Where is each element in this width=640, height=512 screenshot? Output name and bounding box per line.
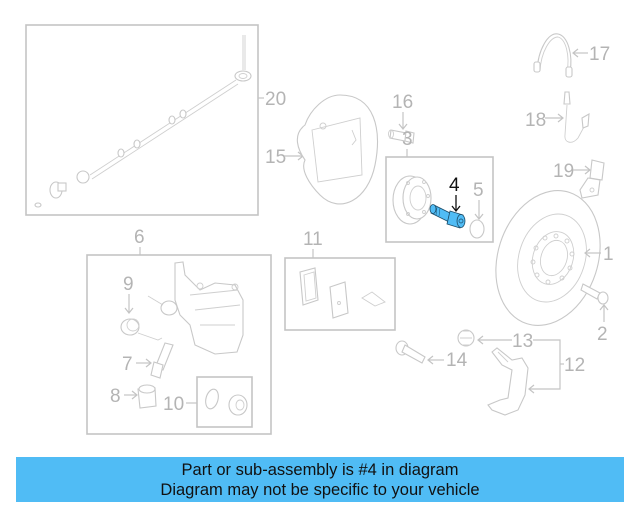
callout-14[interactable]: 14 (446, 350, 468, 371)
brake-rotor-icon[interactable] (479, 177, 617, 339)
hub-bolt-icon[interactable] (429, 204, 466, 229)
callout-8[interactable]: 8 (110, 386, 121, 407)
callout-11[interactable]: 11 (303, 229, 323, 250)
piston-seal-kit-icon[interactable] (204, 388, 248, 416)
callout-group-20: 20 (25, 24, 286, 216)
box-20 (25, 24, 259, 216)
callout-group-6: 6 9 7 8 (86, 227, 272, 435)
box-11 (284, 257, 396, 331)
callout-group-5: 5 (469, 180, 485, 239)
callout-7[interactable]: 7 (122, 354, 133, 375)
callout-1[interactable]: 1 (603, 244, 614, 265)
box-3 (385, 156, 494, 243)
parts-diagram: 20 15 16 (25, 24, 617, 435)
abs-sensor-icon[interactable] (579, 159, 605, 199)
callout-16[interactable]: 16 (392, 92, 413, 113)
callout-group-19: 19 (553, 159, 605, 199)
caliper-spring-icon[interactable] (120, 318, 163, 341)
callout-group-1: 1 (479, 177, 617, 339)
callout-9[interactable]: 9 (123, 274, 134, 295)
callout-group-15: 15 (265, 94, 378, 205)
guide-pin-boot-icon[interactable] (137, 384, 157, 409)
caliper-icon[interactable] (147, 261, 244, 355)
callout-6[interactable]: 6 (134, 227, 145, 248)
callout-3[interactable]: 3 (402, 129, 413, 150)
callout-group-16: 16 (388, 92, 415, 144)
callout-group-4: 4 (429, 175, 466, 229)
callout-group-11: 11 (284, 229, 396, 331)
bushing-icon[interactable] (457, 329, 475, 347)
box-10 (196, 376, 253, 428)
callout-group-2: 2 (580, 283, 609, 345)
callout-5[interactable]: 5 (473, 180, 484, 201)
abs-sensor-wire-icon[interactable] (34, 35, 252, 208)
callout-group-14: 14 (395, 340, 468, 371)
callout-17[interactable]: 17 (589, 44, 610, 65)
callout-20[interactable]: 20 (265, 89, 286, 110)
callout-group-12: 12 (487, 339, 585, 416)
brake-hose-icon[interactable] (536, 33, 572, 73)
splash-shield-icon[interactable] (296, 94, 378, 205)
callout-group-17: 17 (533, 33, 610, 78)
callout-2[interactable]: 2 (597, 324, 608, 345)
hub-assembly-icon[interactable] (392, 175, 432, 225)
callout-19[interactable]: 19 (553, 161, 574, 182)
callout-12[interactable]: 12 (564, 355, 585, 376)
banner-line-2: Diagram may not be specific to your vehi… (160, 481, 480, 499)
bleeder-screw-icon[interactable] (150, 342, 174, 379)
dust-cap-icon[interactable] (469, 219, 485, 239)
support-bolt-icon[interactable] (395, 340, 426, 364)
info-banner: Part or sub-assembly is #4 in diagram Di… (16, 457, 624, 502)
brake-line-icon[interactable] (563, 91, 590, 143)
caliper-support-icon[interactable] (487, 347, 529, 416)
callout-13[interactable]: 13 (512, 331, 533, 352)
box-6 (86, 254, 272, 435)
callout-group-3: 3 4 (385, 129, 494, 243)
banner-line-1: Part or sub-assembly is #4 in diagram (181, 461, 459, 479)
callout-18[interactable]: 18 (525, 110, 546, 131)
callout-15[interactable]: 15 (265, 147, 286, 168)
callout-group-13: 13 (457, 329, 533, 352)
rotor-screw-icon[interactable] (580, 283, 609, 305)
callout-group-18: 18 (525, 91, 590, 143)
callout-4[interactable]: 4 (449, 175, 460, 196)
brake-pad-set-icon[interactable] (299, 267, 386, 319)
shield-bolt-icon[interactable] (388, 129, 415, 144)
callout-10[interactable]: 10 (163, 394, 184, 415)
